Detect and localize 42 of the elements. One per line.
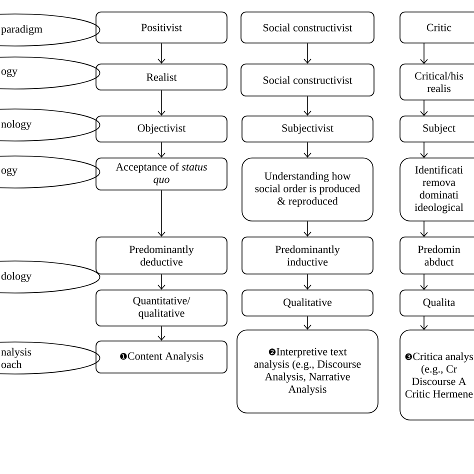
arrow: [158, 90, 166, 116]
arrow: [158, 326, 166, 341]
process-box: Predominantly deductive: [96, 236, 228, 274]
process-box: Realist: [96, 64, 228, 90]
process-box: Acceptance of status quo: [96, 158, 228, 190]
process-box: Subject: [400, 116, 474, 142]
arrow: [304, 316, 312, 330]
arrow: [420, 316, 428, 330]
arrow: [304, 274, 312, 290]
arrow: [420, 100, 428, 116]
process-box: Predominantly inductive: [242, 236, 374, 274]
arrow: [304, 43, 312, 64]
arrow: [304, 142, 312, 158]
ellipse-label: nalysis oach: [0, 342, 100, 374]
process-box: Identificati remova dominati ideological: [400, 158, 474, 222]
process-box: Critical/his realis: [400, 64, 474, 100]
ellipse-label: ogy: [0, 56, 100, 90]
process-box: Qualita: [400, 290, 474, 316]
arrow: [158, 142, 166, 158]
process-box: Critic: [400, 12, 474, 44]
arrow: [304, 96, 312, 116]
process-box: Predomin abduct: [400, 236, 474, 274]
process-box: Positivist: [96, 12, 228, 44]
ellipse-label: dology: [0, 260, 100, 294]
process-box: Social constructivist: [240, 12, 374, 44]
process-box: Objectivist: [96, 116, 228, 142]
ellipse-label: ogy: [0, 156, 100, 188]
process-box: Social constructivist: [240, 64, 374, 96]
process-box: Qualitative: [242, 290, 374, 316]
arrow: [420, 220, 428, 237]
ellipse-label: nology: [0, 108, 100, 142]
arrow: [420, 142, 428, 158]
arrow: [158, 190, 166, 237]
arrow: [420, 274, 428, 290]
process-box: Quantitative/ qualitative: [96, 290, 228, 326]
arrow: [158, 43, 166, 64]
process-box: Subjectivist: [242, 116, 374, 142]
arrow: [158, 274, 166, 290]
arrow: [304, 221, 312, 237]
ellipse-label: paradigm: [0, 14, 100, 46]
process-box: Understanding how social order is produced & reproduced: [242, 158, 374, 222]
arrow: [420, 42, 428, 64]
